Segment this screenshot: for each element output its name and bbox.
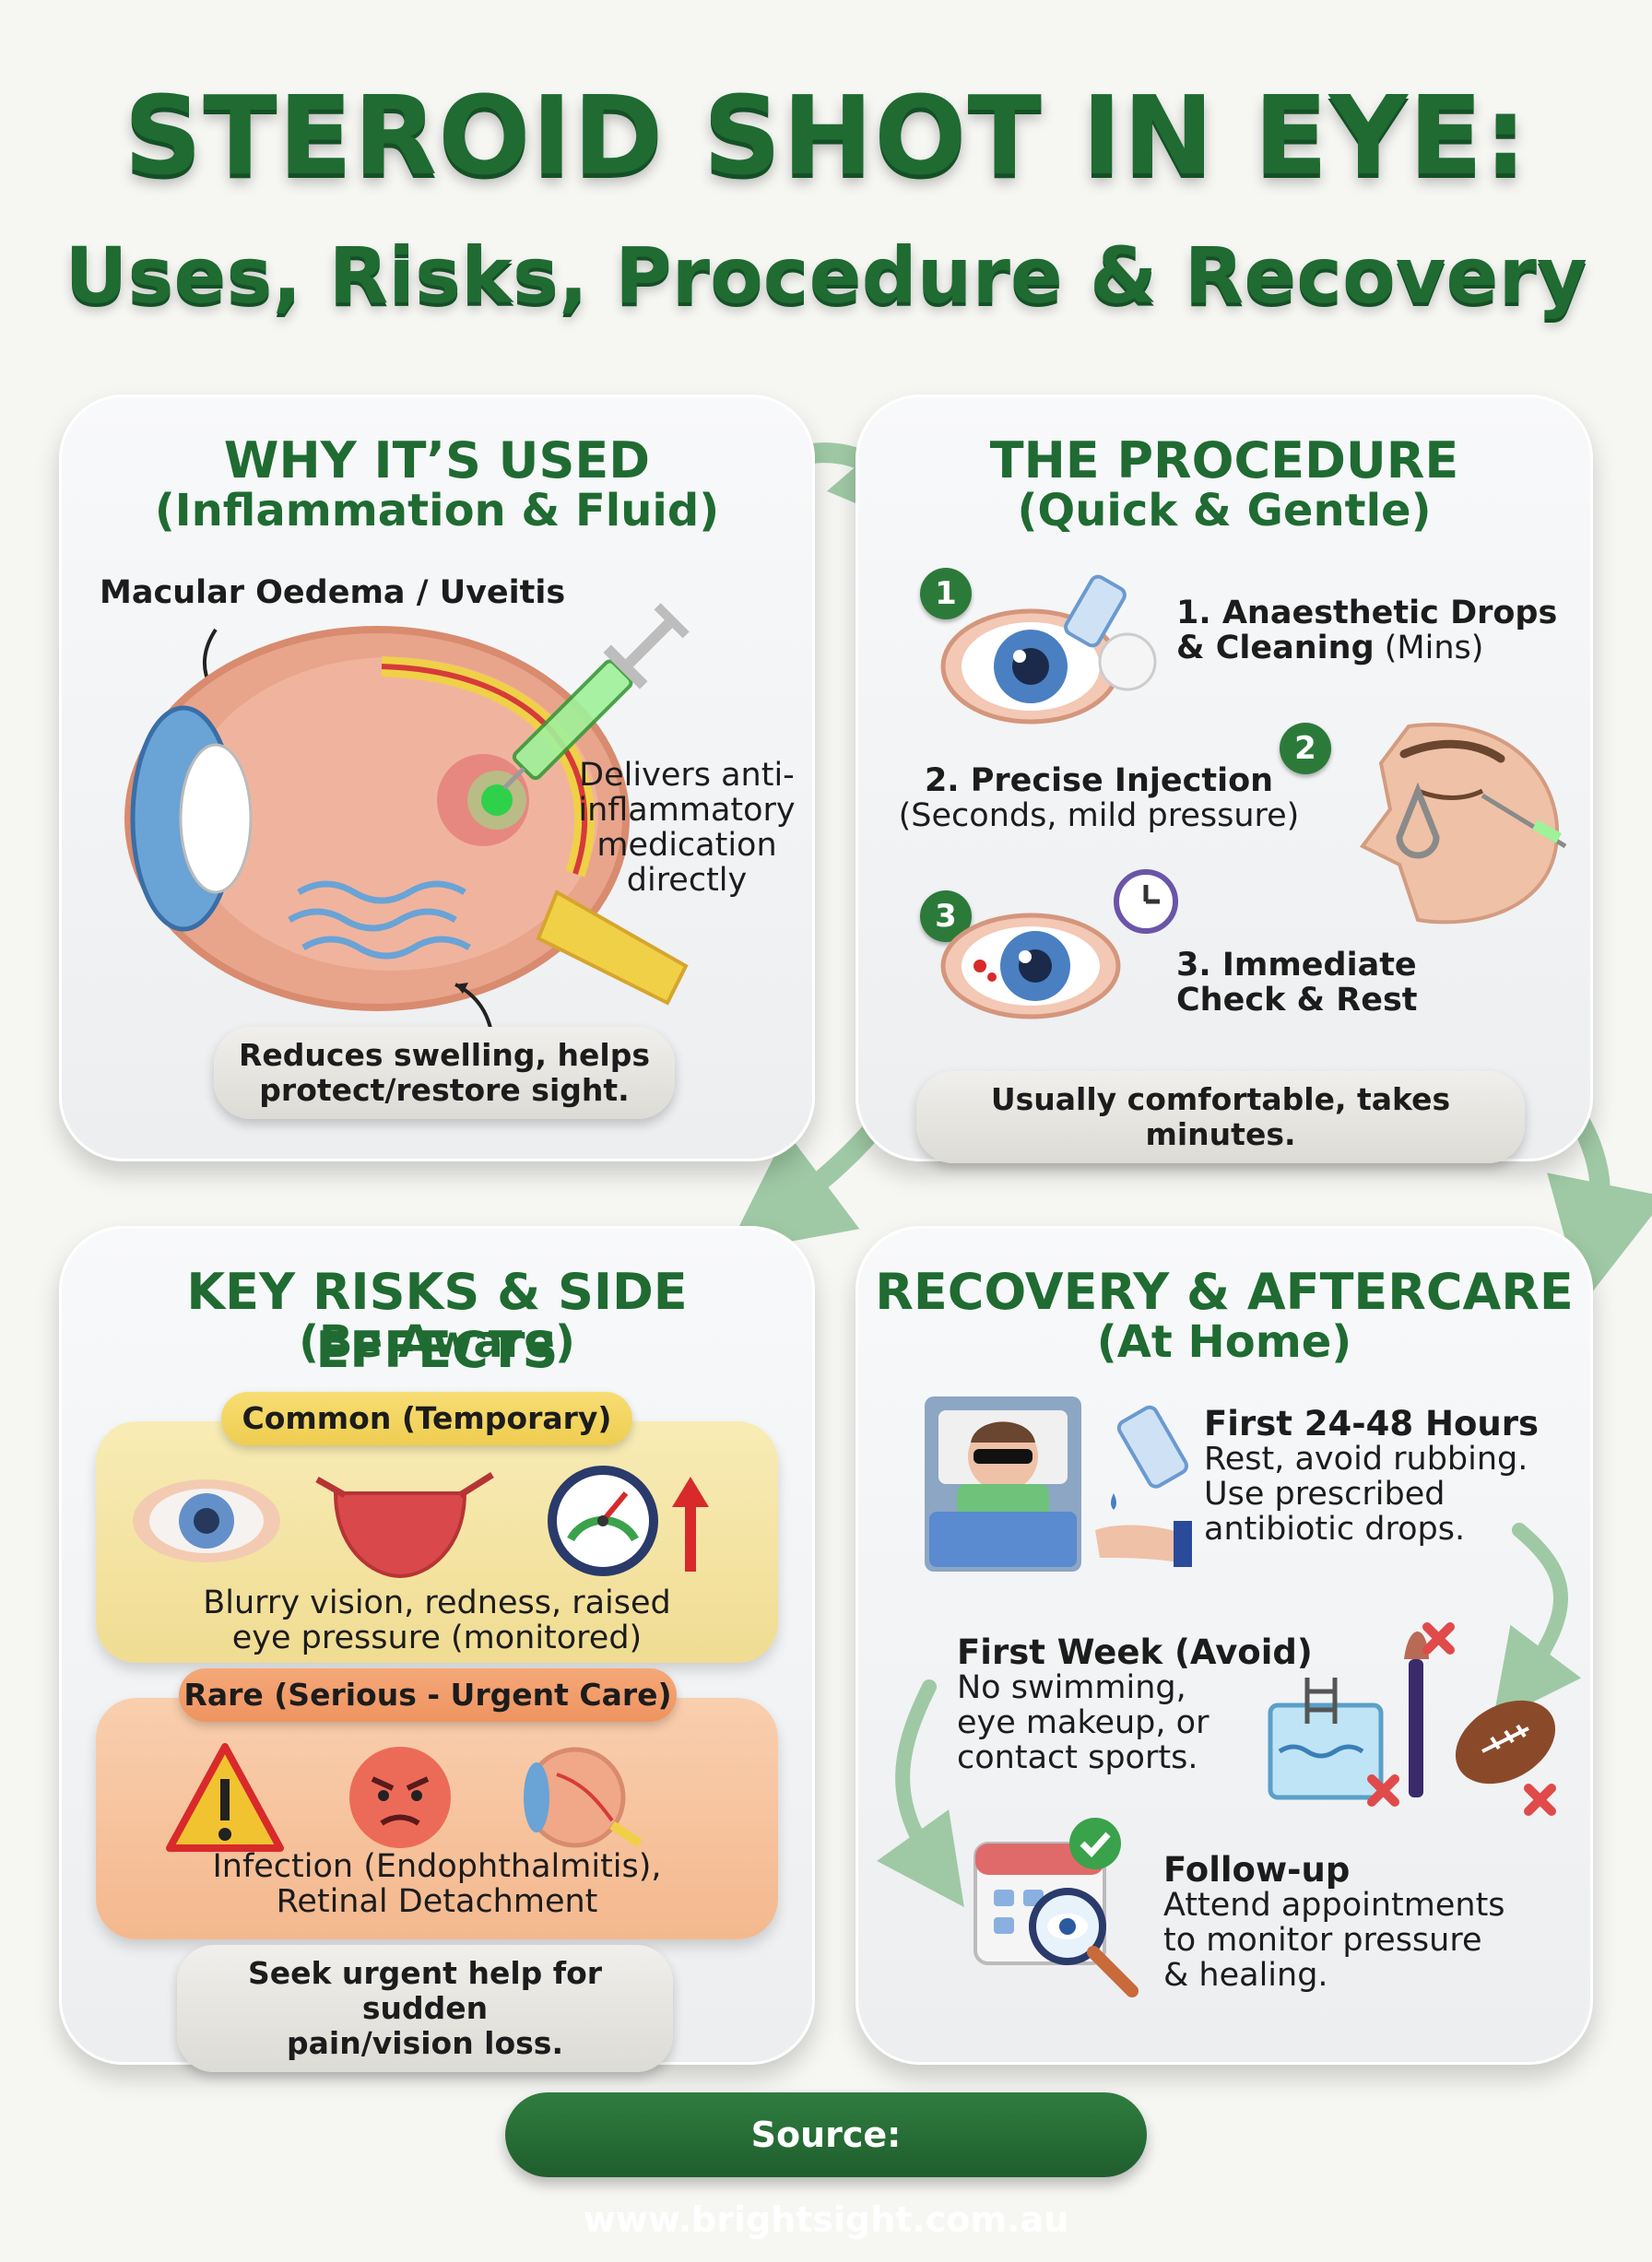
why-summary-pill: Reduces swelling, helps protect/restore … — [214, 1027, 675, 1119]
delivers-text: Delivers anti- inflammatory medication d… — [578, 757, 796, 899]
urgent-help-pill: Seek urgent help for sudden pain/vision … — [177, 1945, 673, 2072]
source-footer[interactable]: Source: www.brightsight.com.au — [505, 2092, 1147, 2240]
first-hours-text: First 24-48 Hours Rest, avoid rubbing. U… — [1204, 1404, 1540, 1548]
step-2-badge: 2 — [1280, 723, 1331, 774]
eye-check-icon — [940, 869, 1178, 1019]
rare-risk-icons — [166, 1743, 643, 1852]
swimming-pool-icon — [1268, 1678, 1384, 1800]
follow-up-text: Follow-up Attend appointments to monitor… — [1163, 1850, 1505, 1994]
why-heading: WHY IT’S USED — [223, 431, 651, 489]
common-risks-text: Blurry vision, redness, raised eye press… — [203, 1585, 671, 1656]
football-icon — [1455, 1700, 1556, 1785]
face-injection-icon — [1359, 723, 1567, 925]
risks-subheading: (Be Aware) — [299, 1316, 575, 1368]
common-tag: Common (Temporary) — [221, 1392, 632, 1445]
procedure-heading: THE PROCEDURE — [989, 431, 1459, 489]
retina-icon — [524, 1747, 643, 1848]
step-3-badge: 3 — [920, 890, 972, 942]
blurry-eye-icon — [133, 1479, 280, 1562]
recovery-subheading: (At Home) — [1096, 1316, 1352, 1368]
arrow-procedure-to-recovery — [1547, 1105, 1652, 1304]
eye-anatomy-icon — [124, 603, 690, 1082]
rare-tag: Rare (Serious - Urgent Care) — [179, 1668, 677, 1722]
common-risk-icons — [133, 1466, 709, 1579]
avoid-activities-icon — [1268, 1622, 1556, 1816]
condition-label: Macular Oedema / Uveitis — [100, 574, 566, 611]
step-1-text: 1. Anaesthetic Drops & Cleaning (Mins) — [1176, 595, 1558, 666]
procedure-subheading: (Quick & Gentle) — [1017, 485, 1432, 536]
eye-drops-icon — [940, 574, 1157, 725]
step-3-text: 3. Immediate Check & Rest — [1176, 947, 1418, 1019]
up-arrow-icon — [672, 1477, 709, 1572]
procedure-panel: THE PROCEDURE (Quick & Gentle) 1 1. Anae… — [856, 395, 1593, 1163]
rare-risks-text: Infection (Endophthalmitis), Retinal Det… — [212, 1848, 662, 1920]
why-subheading: (Inflammation & Fluid) — [154, 485, 720, 536]
antibiotic-drops-icon — [1095, 1405, 1192, 1567]
risks-panel: KEY RISKS & SIDE EFFECTS (Be Aware) Comm… — [59, 1226, 815, 2072]
resting-in-bed-icon — [925, 1396, 1081, 1572]
risks-heading: KEY RISKS & SIDE EFFECTS — [186, 1263, 688, 1379]
page-subtitle: Uses, Risks, Procedure & Recovery — [65, 230, 1587, 321]
warning-icon — [166, 1743, 284, 1852]
cross-marks-icon — [1367, 1622, 1556, 1816]
page-title: STEROID SHOT IN EYE: — [124, 72, 1528, 199]
recovery-flow-arrows — [877, 1523, 1582, 1908]
first-week-text: First Week (Avoid) No swimming, eye make… — [957, 1632, 1313, 1776]
procedure-summary-pill: Usually comfortable, takes minutes. — [916, 1071, 1525, 1163]
why-used-panel: WHY IT’S USED (Inflammation & Fluid) Mac… — [59, 395, 815, 1161]
red-eye-patch-icon — [315, 1472, 494, 1579]
step-1-badge: 1 — [920, 568, 972, 619]
step-2-text: 2. Precise Injection (Seconds, mild pres… — [898, 762, 1300, 834]
recovery-heading: RECOVERY & AFTERCARE — [875, 1263, 1574, 1321]
makeup-brush-icon — [1404, 1632, 1429, 1797]
calendar-magnifier-icon — [974, 1818, 1139, 1997]
recovery-panel: RECOVERY & AFTERCARE (At Home) First 24-… — [856, 1226, 1593, 2065]
pressure-gauge-icon — [548, 1466, 658, 1576]
angry-face-icon — [349, 1747, 451, 1848]
